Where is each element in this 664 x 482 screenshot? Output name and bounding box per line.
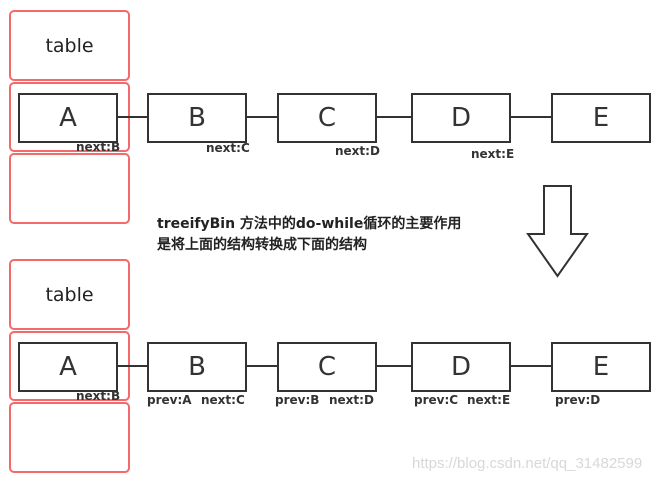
pointer-label: next:D: [329, 393, 374, 407]
node-a: A: [18, 93, 118, 143]
node-d: D: [411, 342, 511, 392]
caption-line-2: 是将上面的结构转换成下面的结构: [157, 237, 367, 253]
pointer-label: next:E: [467, 393, 511, 407]
pointer-label: next:E: [471, 147, 515, 161]
pointer-label: next:C: [206, 141, 250, 155]
table-slot-label-top: table: [9, 10, 130, 81]
pointer-label: prev:D: [555, 393, 601, 407]
table-slot: [9, 153, 130, 224]
caption-line-1: treeifyBin 方法中的do-while循环的主要作用: [157, 216, 462, 232]
pointer-label: prev:C: [414, 393, 459, 407]
node-b: B: [147, 93, 247, 143]
pointer-label: next:B: [76, 389, 121, 403]
table-slot-label-bottom: table: [9, 259, 130, 330]
pointer-label: prev:A: [147, 393, 192, 407]
table-label: table: [45, 283, 94, 306]
node-e: E: [551, 93, 651, 143]
pointer-label: next:B: [76, 140, 121, 154]
node-b: B: [147, 342, 247, 392]
watermark: https://blog.csdn.net/qq_31482599: [412, 455, 643, 472]
node-c: C: [277, 342, 377, 392]
node-e: E: [551, 342, 651, 392]
pointer-label: next:D: [335, 144, 380, 158]
node-a: A: [18, 342, 118, 392]
pointer-label: prev:B: [275, 393, 320, 407]
table-slot: [9, 402, 130, 473]
down-arrow-icon: [526, 185, 589, 278]
table-label: table: [45, 34, 94, 57]
node-d: D: [411, 93, 511, 143]
pointer-label: next:C: [201, 393, 245, 407]
node-c: C: [277, 93, 377, 143]
